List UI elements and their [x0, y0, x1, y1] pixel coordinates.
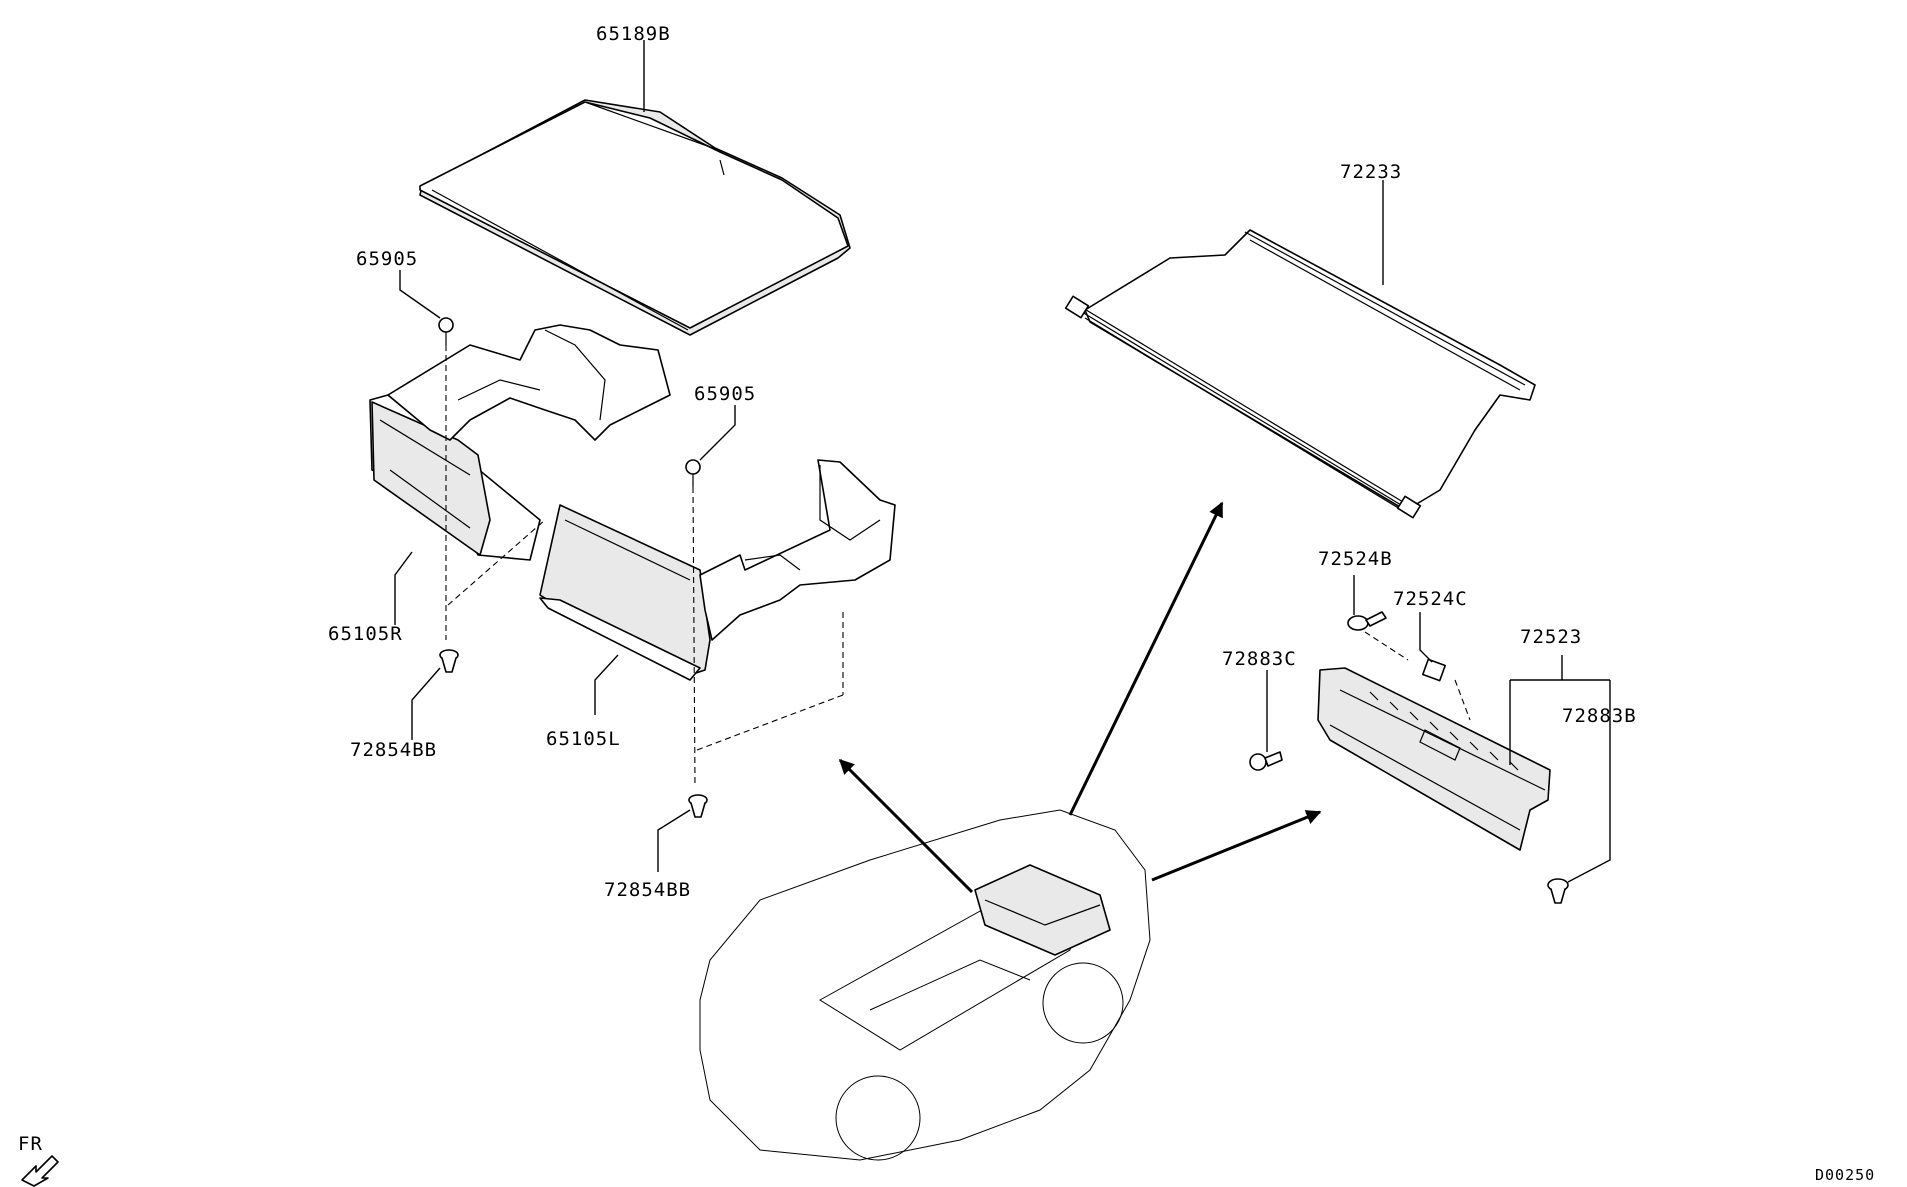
label-65105R[interactable]: 65105R: [328, 623, 403, 645]
assembly-lines: [445, 345, 1471, 786]
label-65189B[interactable]: 65189B: [596, 23, 671, 45]
vehicle-overview: [699, 809, 1151, 1161]
front-label: FR: [18, 1133, 43, 1155]
label-72883C[interactable]: 72883C: [1222, 648, 1297, 670]
label-65105L[interactable]: 65105L: [546, 728, 621, 750]
bolt-72524B[interactable]: [1347, 611, 1387, 631]
label-72854BB-b[interactable]: 72854BB: [604, 879, 691, 901]
tonneau-cover[interactable]: [1064, 229, 1536, 519]
label-72854BB-a[interactable]: 72854BB: [350, 739, 437, 761]
pointer-arrows: [838, 501, 1322, 894]
side-trim-right[interactable]: [369, 324, 671, 561]
screw-65905-b[interactable]: [685, 459, 701, 487]
label-72233[interactable]: 72233: [1340, 161, 1402, 183]
front-orientation: FR: [18, 1133, 59, 1187]
clip-72883B[interactable]: [1547, 878, 1569, 904]
label-65905-b[interactable]: 65905: [694, 383, 756, 405]
tonneau-board[interactable]: [419, 99, 851, 336]
clip-72854BB-b[interactable]: [688, 794, 708, 818]
drawing-id: D00250: [1815, 1166, 1875, 1184]
scuff-plate[interactable]: [1317, 667, 1551, 851]
clip-72883C[interactable]: [1249, 751, 1283, 771]
label-65905-a[interactable]: 65905: [356, 248, 418, 270]
leader-lines: [394, 40, 1611, 883]
part-labels: 65189B 65905 65905 65105R 65105L 72854BB…: [328, 23, 1637, 901]
label-72883B[interactable]: 72883B: [1562, 705, 1637, 727]
label-72524C[interactable]: 72524C: [1393, 588, 1468, 610]
screw-65905-a[interactable]: [438, 317, 454, 345]
side-trim-left[interactable]: [539, 459, 896, 681]
front-arrow-icon: [21, 1155, 59, 1187]
clip-72854BB-a[interactable]: [439, 649, 459, 673]
label-72523[interactable]: 72523: [1520, 626, 1582, 648]
label-72524B[interactable]: 72524B: [1318, 548, 1393, 570]
clip-72524C[interactable]: [1422, 658, 1446, 682]
